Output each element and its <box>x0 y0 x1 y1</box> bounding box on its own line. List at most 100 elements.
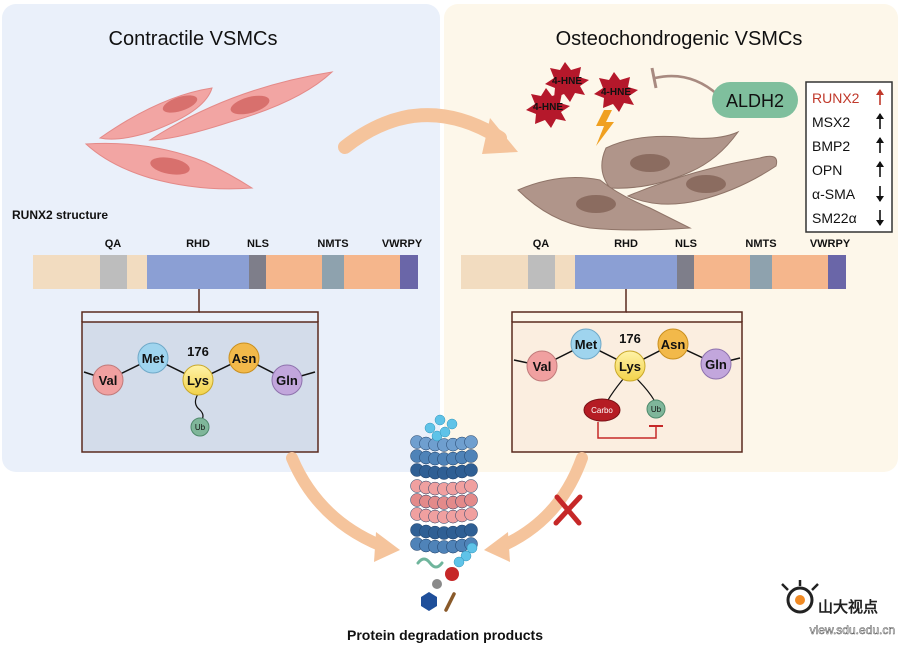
contractile-cells <box>84 71 334 190</box>
domain-qa <box>100 255 127 289</box>
domain-rhd <box>147 255 249 289</box>
residue-gln <box>271 364 303 396</box>
hne-label: 4-HNE <box>601 87 631 98</box>
residue-lys <box>182 364 214 396</box>
marker-name: MSX2 <box>812 114 850 130</box>
domain-label-nls: NLS <box>247 238 269 250</box>
residue-label: Gln <box>705 357 727 372</box>
residue-label: Lys <box>187 373 209 388</box>
protein-bead <box>466 542 478 554</box>
degradation-products <box>416 557 459 612</box>
arrow-down-icon <box>876 210 884 226</box>
marker-name: SM22α <box>812 210 857 226</box>
arrow-up-icon <box>876 113 884 129</box>
degradation-arrowhead <box>374 532 400 562</box>
ubiquitin <box>190 417 210 437</box>
arrow-down-icon <box>876 186 884 202</box>
residue-asn <box>228 342 260 374</box>
cell-nucleus <box>630 154 670 172</box>
ros-cluster: 4-HNE 4-HNE 4-HNE <box>526 62 638 146</box>
watermark-pupil <box>795 595 805 605</box>
arrow-up-icon <box>876 89 884 105</box>
degradation-arrow <box>286 452 388 552</box>
fragment-dot <box>445 567 459 581</box>
domain-segment <box>344 255 400 289</box>
runx2-structure-label: RUNX2 structure <box>12 208 108 222</box>
right-panel-title: Osteochondrogenic VSMCs <box>556 28 803 50</box>
domain-nls <box>249 255 266 289</box>
ub-label: Ub <box>195 423 206 432</box>
domain-segment <box>694 255 750 289</box>
residue-label: Asn <box>232 351 257 366</box>
protein-bead <box>424 422 436 434</box>
proteasome-subunit <box>464 435 478 449</box>
proteasome-subunit <box>464 479 478 493</box>
carbo-label: Carbo <box>591 406 613 415</box>
hne-star <box>545 62 589 102</box>
transition-arrowhead <box>482 118 518 154</box>
proteasome-subunit <box>464 449 478 463</box>
marker-name: BMP2 <box>812 138 850 154</box>
cell-nucleus <box>150 157 190 175</box>
hne-label: 4-HNE <box>533 102 563 113</box>
watermark-logo: 山大视点 view.sdu.edu.cn <box>781 580 895 637</box>
protein-bead <box>434 414 446 426</box>
domain-label-nmts: NMTS <box>745 238 776 250</box>
marker-box <box>805 81 893 233</box>
proteasome-subunit <box>464 523 478 537</box>
proteasome-subunit <box>464 507 478 521</box>
domain-rhd <box>575 255 677 289</box>
residue-met <box>137 342 169 374</box>
fragment-hexagon <box>421 592 437 611</box>
residue-label: Val <box>99 373 118 388</box>
inhibition-bar <box>650 67 658 89</box>
carbo-linker <box>607 377 625 401</box>
domain-bar-left: QA RHD NLS NMTS VWRPY <box>33 238 423 289</box>
watermark-ray <box>811 583 819 591</box>
degradation-products-label: Protein degradation products <box>347 627 543 643</box>
residue-label: Val <box>533 359 552 374</box>
domain-label-rhd: RHD <box>614 238 638 250</box>
domain-qa <box>528 255 555 289</box>
residue-position: 176 <box>619 331 641 346</box>
aldh2-label: ALDH2 <box>726 91 784 111</box>
proteasome-subunit <box>464 493 478 507</box>
inhibition-line <box>654 74 719 96</box>
ub-linker <box>635 377 655 401</box>
hne-star <box>594 72 638 112</box>
domain-label-vwrpy: VWRPY <box>382 238 423 250</box>
watermark-url: view.sdu.edu.cn <box>810 623 895 637</box>
watermark-ray <box>781 583 789 591</box>
domain-vwrpy <box>400 255 418 289</box>
marker-name: OPN <box>812 162 842 178</box>
domain-label-rhd: RHD <box>186 238 210 250</box>
residue-label: Asn <box>661 337 686 352</box>
proteasome-icon <box>410 414 478 568</box>
aldh2-enzyme <box>712 82 798 118</box>
cell-nucleus <box>576 195 616 213</box>
protein-bead <box>453 556 465 568</box>
residue-label: Met <box>142 351 165 366</box>
domain-label-vwrpy: VWRPY <box>810 238 851 250</box>
residue-val <box>526 350 558 382</box>
residue-label: Gln <box>276 373 298 388</box>
fragment-dot <box>432 579 442 589</box>
zoom-connector <box>511 289 627 322</box>
residue-val <box>92 364 124 396</box>
cell-nucleus <box>686 175 726 193</box>
left-panel-title: Contractile VSMCs <box>109 28 278 50</box>
domain-bar-right: QA RHD NLS NMTS VWRPY <box>461 238 851 289</box>
domain-label-qa: QA <box>533 238 550 250</box>
residue-gln <box>700 348 732 380</box>
watermark-eye-icon <box>786 586 814 614</box>
marker-name: RUNX2 <box>812 90 860 106</box>
blocked-arrowhead <box>484 532 510 562</box>
residue-label: Lys <box>619 359 641 374</box>
marker-name: α-SMA <box>812 186 856 202</box>
hne-label: 4-HNE <box>552 76 582 87</box>
carbonylation <box>583 398 621 422</box>
block-x-icon <box>553 494 583 526</box>
